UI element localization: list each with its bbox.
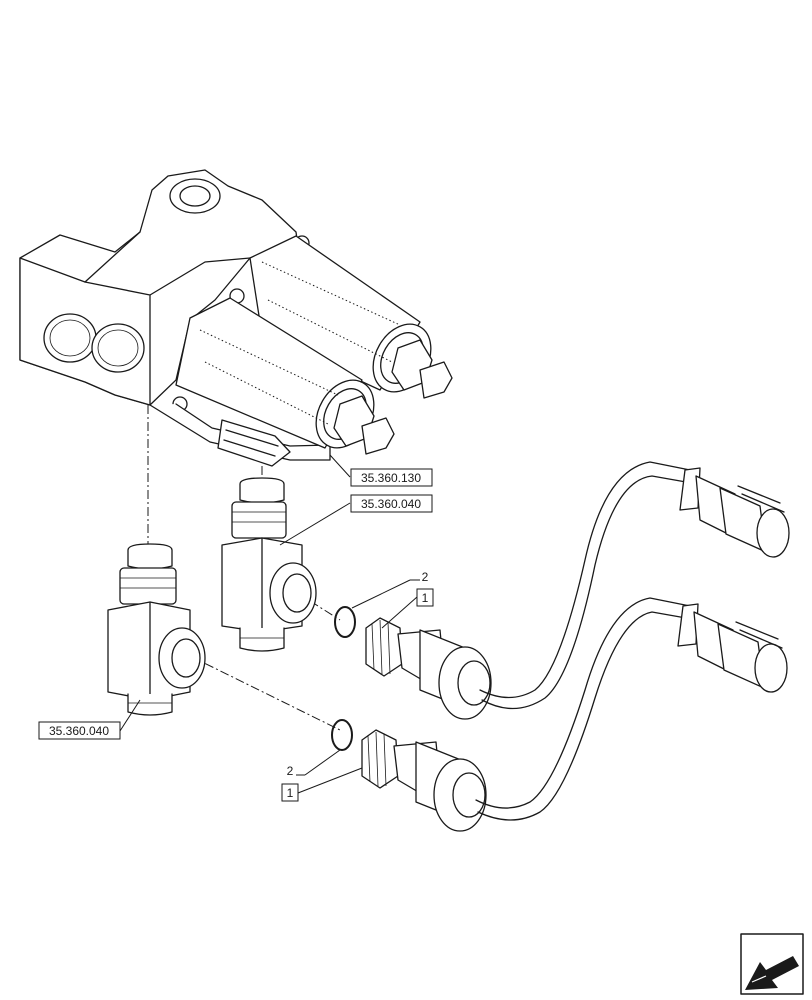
callout-item-1-lower-text: 1	[287, 786, 294, 800]
callout-item-2-upper-text: 2	[422, 570, 429, 584]
callout-item-1-lower: 1	[281, 767, 363, 802]
arrow-nav-icon	[740, 933, 804, 995]
callout-ref-35-360-040-lower: 35.360.040	[38, 699, 141, 740]
o-ring-upper	[334, 606, 356, 638]
pressure-switch-lower	[361, 597, 788, 832]
callout-ref-35-360-130-text: 35.360.130	[361, 471, 421, 485]
callout-item-1-upper: 1	[381, 588, 434, 629]
callout-item-1-upper-text: 1	[422, 591, 429, 605]
callout-ref-35-360-040-lower-text: 35.360.040	[49, 724, 109, 738]
solenoid-front	[175, 297, 395, 455]
underside-connector	[217, 419, 291, 467]
pressure-switch-upper	[365, 461, 790, 720]
callout-ref-35-360-040-upper: 35.360.040	[279, 494, 433, 546]
callout-item-2-upper: 2	[351, 570, 429, 609]
o-ring-lower	[331, 719, 353, 751]
fitting-lower	[107, 543, 206, 716]
callout-item-2-lower: 2	[287, 749, 341, 778]
solenoid-rear	[249, 235, 453, 399]
callout-ref-35-360-040-upper-text: 35.360.040	[361, 497, 421, 511]
callout-ref-35-360-130: 35.360.130	[329, 454, 433, 487]
callout-item-2-lower-text: 2	[287, 764, 294, 778]
fitting-upper	[221, 477, 317, 652]
